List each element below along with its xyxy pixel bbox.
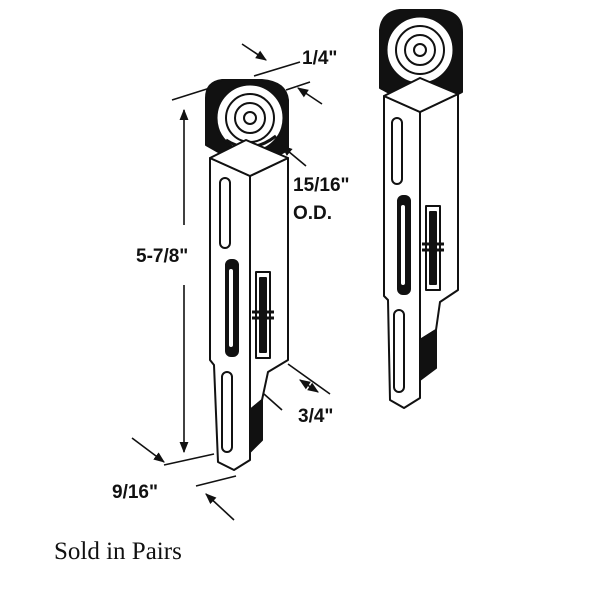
caption-sold-in-pairs: Sold in Pairs: [54, 538, 182, 565]
wheel-diameter-note: O.D.: [293, 203, 332, 224]
height-label: 5-7/8": [136, 246, 188, 267]
roller-wheel: [384, 14, 456, 86]
wheel-width-label: 1/4": [302, 48, 337, 69]
body-width-dimension-line: [131, 437, 165, 463]
body-depth-dimension-line: [287, 363, 331, 395]
wheel-diameter-label: 15/16": [293, 175, 350, 196]
body-depth-label: 3/4": [298, 406, 333, 427]
dimension-lines: [131, 43, 331, 521]
right-roller-part: [379, 9, 463, 409]
body-width-label: 9/16": [112, 482, 158, 503]
wheel-width-dimension-line: [241, 43, 267, 61]
left-roller-part: [205, 79, 289, 471]
wheel-diameter-leader: [281, 145, 307, 167]
